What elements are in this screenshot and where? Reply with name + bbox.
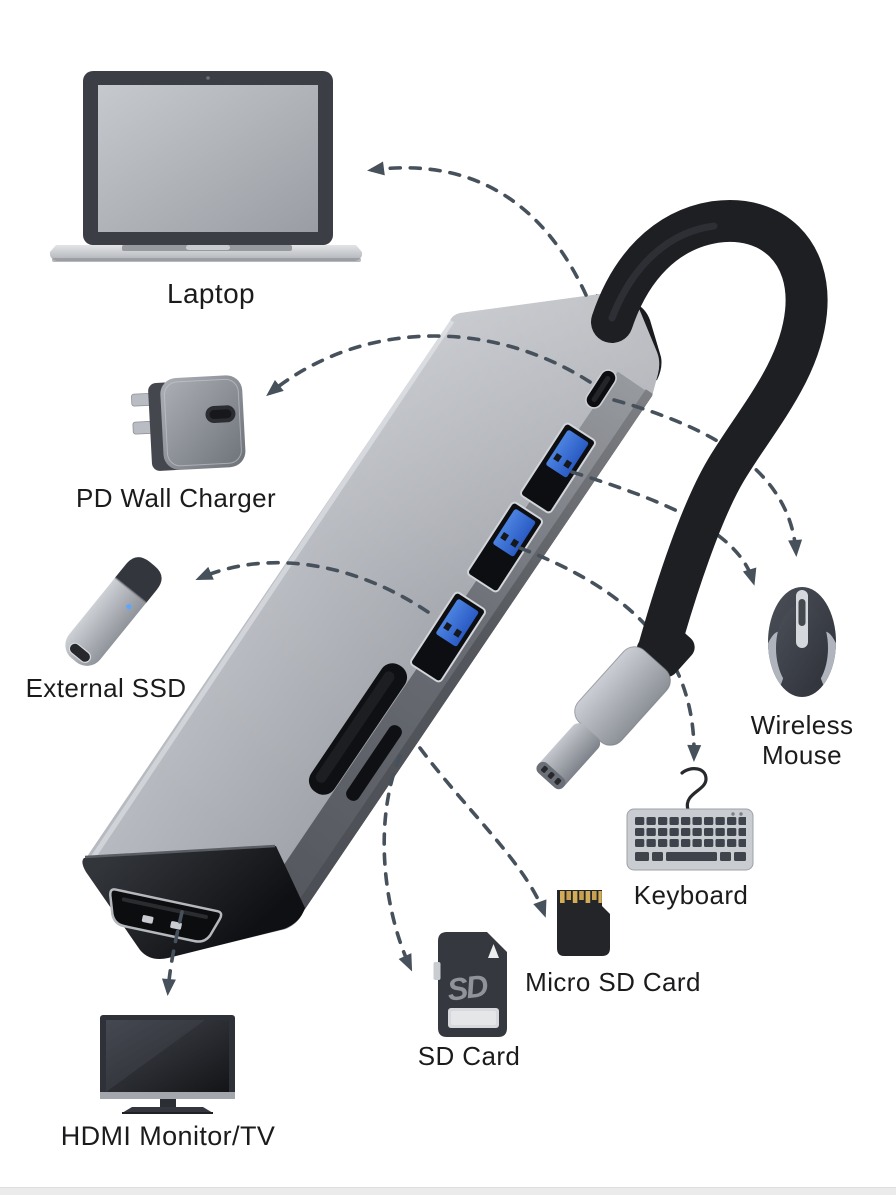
label-external-ssd: External SSD: [25, 673, 187, 703]
pd-wall-charger-illustration: [131, 375, 246, 471]
arrow-hub-to-laptop: [367, 161, 588, 297]
usb-hub: [82, 293, 662, 959]
hub-bottom-cap: [82, 846, 306, 959]
usb-c-connector: [536, 619, 695, 790]
label-pd-wall-charger: PD Wall Charger: [75, 483, 277, 513]
label-laptop: Laptop: [166, 278, 256, 309]
laptop-illustration: [49, 71, 363, 262]
wireless-mouse-illustration: [768, 587, 836, 697]
micro-sd-card-illustration: [557, 890, 610, 956]
keyboard-illustration: [626, 767, 754, 871]
arrow-hub-to-charger: [266, 334, 592, 397]
sd-card-illustration: SD: [433, 932, 507, 1037]
arrow-hub-to-hdmi-monitor: [161, 910, 184, 996]
bottom-bar: [0, 1187, 896, 1195]
sd-card-slot: [308, 663, 408, 795]
usb-c-pd-port: [585, 369, 617, 409]
label-sd-card: SD Card: [417, 1041, 521, 1071]
usb-a-port-3: [410, 591, 486, 683]
label-keyboard: Keyboard: [633, 880, 749, 910]
usb-c-cable: [591, 199, 828, 673]
hdmi-port: [109, 888, 223, 943]
label-hdmi-monitor-tv: HDMI Monitor/TV: [60, 1121, 276, 1151]
micro-sd-slot: [346, 725, 402, 801]
hub-bottom-cap-bevel: [84, 844, 276, 859]
hub-face-sheen: [84, 293, 660, 959]
usb-a-port-1: [520, 422, 596, 514]
arrow-hub-to-micro-sd: [418, 746, 547, 918]
external-ssd-illustration: [65, 557, 162, 666]
sd-logo: SD: [445, 968, 490, 1008]
arrow-hub-to-keyboard: [518, 546, 702, 762]
label-micro-sd-card: Micro SD Card: [525, 967, 701, 997]
usb-a-port-2: [467, 501, 543, 593]
arrow-hub-to-sd-card: [382, 754, 413, 972]
label-wireless-mouse: Wireless Mouse: [750, 710, 854, 770]
hdmi-monitor-illustration: [100, 1015, 235, 1114]
arrow-hub-to-ssd: [195, 560, 430, 614]
